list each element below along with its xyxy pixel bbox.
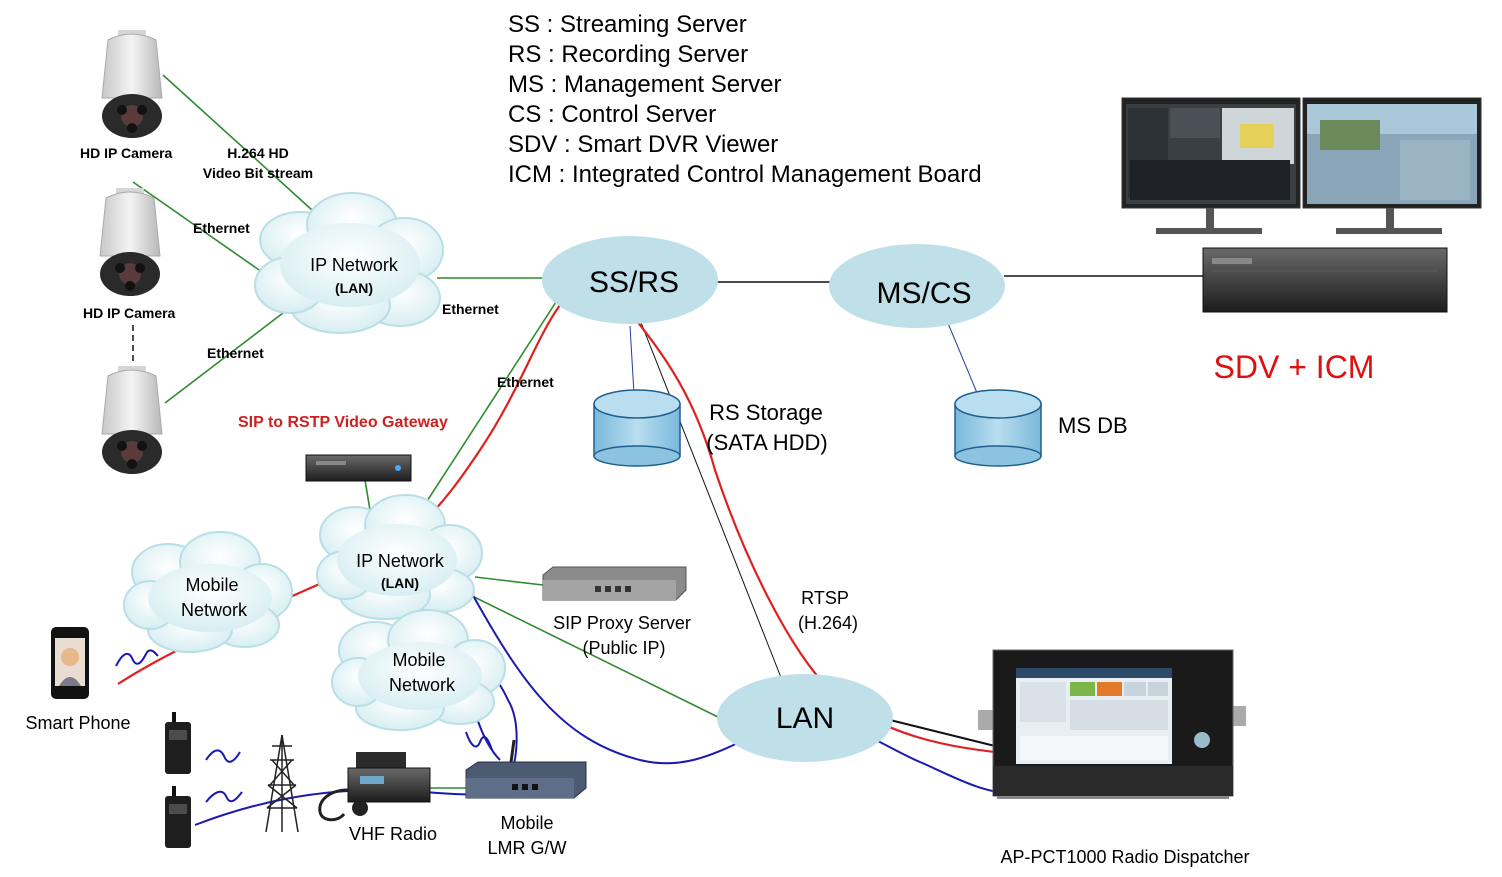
rs-storage-label: RS Storage xyxy=(709,400,823,425)
legend-item: ICM : Integrated Control Management Boar… xyxy=(508,161,982,188)
sip-gateway-label: SIP to RSTP Video Gateway xyxy=(238,414,448,431)
mobile-network-2-label: Mobile xyxy=(392,650,445,670)
legend-item: SDV : Smart DVR Viewer xyxy=(508,131,779,158)
mobile-lmr-label: Mobile xyxy=(500,813,553,833)
smart-phone-label: Smart Phone xyxy=(25,713,130,733)
ip-network-cloud-mid xyxy=(316,494,483,620)
ip-network-mid-sublabel: (LAN) xyxy=(381,575,419,591)
rtsp-label: RTSP xyxy=(801,588,849,608)
sip-proxy-label: SIP Proxy Server xyxy=(553,613,691,633)
ethernet-label: Ethernet xyxy=(497,374,554,390)
legend: SS : Streaming Server RS : Recording Ser… xyxy=(508,10,982,190)
node-labels: SS/RS MS/CS LAN IP Network (LAN) IP Netw… xyxy=(181,255,1128,735)
sip-proxy-label: (Public IP) xyxy=(582,638,665,658)
handheld-radio-icon xyxy=(165,786,191,848)
vhf-radio-device xyxy=(318,752,431,822)
hd-camera-1-label: HD IP Camera xyxy=(80,145,173,161)
smart-phone-device xyxy=(51,627,89,699)
storage-links xyxy=(629,315,981,401)
sdv-icm-monitors xyxy=(1121,97,1482,313)
ss-rs-label: SS/RS xyxy=(589,266,679,299)
legend-item: RS : Recording Server xyxy=(508,41,749,68)
ms-db-cylinder xyxy=(954,389,1042,467)
wireless-signal-icon xyxy=(205,790,243,803)
sip-proxy-server xyxy=(542,566,687,601)
ss-rs-node xyxy=(542,236,718,324)
legend-item: CS : Control Server xyxy=(508,101,717,128)
ethernet-label: Ethernet xyxy=(442,301,499,317)
video-path xyxy=(117,288,1130,767)
ip-network-cloud-top xyxy=(254,192,444,334)
antenna-tower-icon xyxy=(265,734,299,833)
wireless-signal-icon xyxy=(205,749,241,763)
hd-camera-2-label: HD IP Camera xyxy=(83,305,176,321)
ms-cs-node xyxy=(829,244,1005,328)
wireless-signal-icon xyxy=(465,731,493,751)
h264-stream-label: Video Bit stream xyxy=(203,165,313,181)
dispatcher-label: AP-PCT1000 Radio Dispatcher xyxy=(1000,847,1249,867)
h264-stream-label: H.264 HD xyxy=(227,145,288,161)
backbone-links xyxy=(639,275,1203,749)
hd-ip-camera-1 xyxy=(101,30,163,138)
lan-label: LAN xyxy=(776,702,834,735)
rs-storage-cylinder xyxy=(593,389,681,467)
ip-network-top-label: IP Network xyxy=(310,255,399,275)
rtsp-label: (H.264) xyxy=(798,613,858,633)
ethernet-links xyxy=(132,74,721,789)
ip-network-mid-label: IP Network xyxy=(356,551,445,571)
vhf-radio-label: VHF Radio xyxy=(349,824,437,844)
sip-video-gateway-server xyxy=(305,454,412,482)
mobile-lmr-gateway-device xyxy=(465,739,587,799)
legend-item: MS : Management Server xyxy=(508,71,782,98)
device-labels: HD IP Camera HD IP Camera H.264 HD Video… xyxy=(25,145,1374,867)
ethernet-label: Ethernet xyxy=(207,345,264,361)
mobile-network-cloud-1 xyxy=(123,531,293,653)
mobile-network-1-label: Mobile xyxy=(185,575,238,595)
handheld-radio-icon xyxy=(165,712,191,774)
ms-cs-label: MS/CS xyxy=(876,277,971,310)
hd-ip-camera-2 xyxy=(99,188,161,296)
mobile-network-2-label: Network xyxy=(389,675,456,695)
mobile-network-cloud-2 xyxy=(331,609,506,731)
ip-network-top-sublabel: (LAN) xyxy=(335,280,373,296)
radio-dispatcher-device xyxy=(978,649,1246,799)
wireless-signal-icon xyxy=(115,649,159,667)
radio-path xyxy=(194,567,1016,826)
ms-db-label: MS DB xyxy=(1058,413,1128,438)
hd-ip-camera-3 xyxy=(101,366,163,474)
rs-storage-label: (SATA HDD) xyxy=(706,430,827,455)
legend-item: SS : Streaming Server xyxy=(508,11,747,38)
mobile-network-1-label: Network xyxy=(181,600,248,620)
ethernet-label: Ethernet xyxy=(193,220,250,236)
sdv-icm-label: SDV + ICM xyxy=(1214,349,1375,385)
mobile-lmr-label: LMR G/W xyxy=(488,838,567,858)
lan-node xyxy=(717,674,893,762)
